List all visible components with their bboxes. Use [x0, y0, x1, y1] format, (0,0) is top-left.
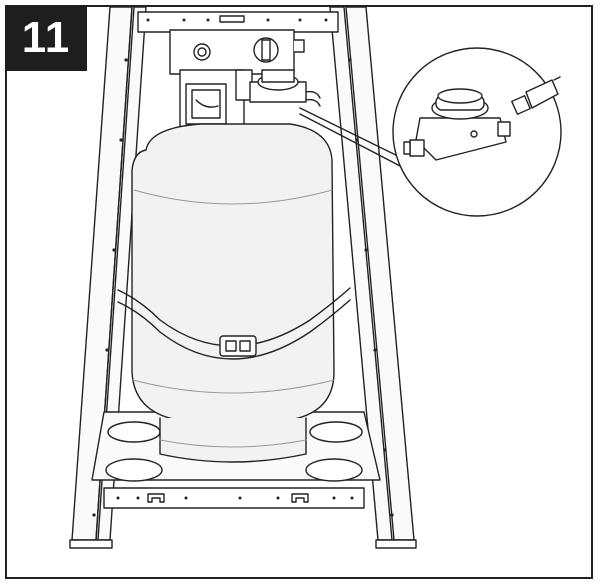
- regulator: [235, 69, 321, 107]
- base-cutout-left-bottom: [105, 458, 163, 482]
- regulator-detail: [403, 88, 511, 161]
- base-cutout-right-bottom: [305, 458, 363, 482]
- step-number-badge: 11: [5, 5, 87, 71]
- tank-foot-ring: [159, 417, 307, 463]
- base-cutout-right-top: [309, 421, 363, 443]
- detail-leader-line: [299, 107, 407, 161]
- control-bracket: [169, 29, 305, 75]
- hose-end-detail: [511, 76, 561, 115]
- detail-callout: [392, 47, 562, 217]
- heater-frame: [69, 6, 417, 549]
- bottom-crossbar: [103, 487, 365, 509]
- tank-body: [131, 123, 335, 421]
- base-cutout-left-top: [107, 421, 161, 443]
- tank-strap: [117, 287, 351, 360]
- propane-tank: [131, 69, 335, 463]
